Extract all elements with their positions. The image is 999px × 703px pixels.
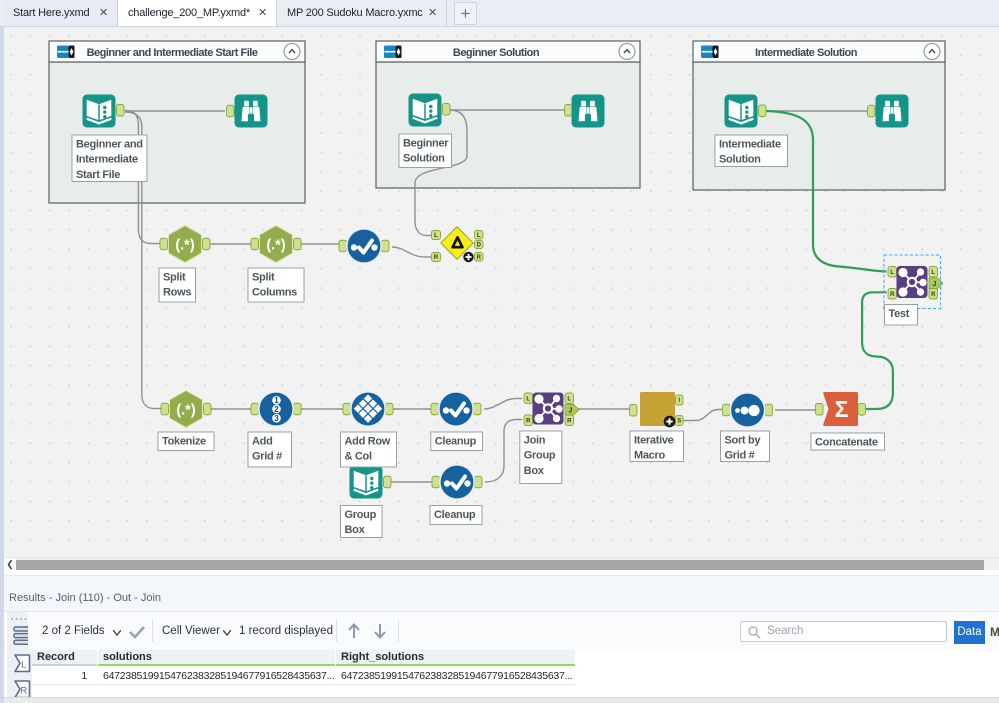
svg-text:R: R — [20, 686, 27, 697]
svg-text:Intermediate: Intermediate — [719, 139, 781, 151]
svg-text:Solution: Solution — [719, 154, 761, 166]
svg-text:D: D — [477, 243, 482, 249]
svg-text:R: R — [890, 292, 895, 298]
svg-text:Add Row: Add Row — [345, 436, 391, 448]
svg-text:Tokenize: Tokenize — [162, 436, 206, 448]
svg-text:L: L — [21, 660, 26, 671]
svg-text:R: R — [931, 292, 936, 298]
svg-text:Group: Group — [524, 450, 556, 462]
svg-text:J: J — [933, 281, 937, 288]
svg-text:(.*): (.*) — [266, 238, 286, 254]
svg-text:Columns: Columns — [252, 287, 297, 299]
svg-text:Macro: Macro — [634, 450, 665, 462]
svg-text:1: 1 — [274, 396, 279, 405]
svg-text:Cleanup: Cleanup — [434, 509, 476, 521]
svg-text:R: R — [434, 255, 439, 261]
svg-text:& Col: & Col — [345, 451, 372, 463]
svg-text:Box: Box — [524, 465, 545, 477]
svg-text:Intermediate: Intermediate — [76, 154, 138, 166]
svg-text:R: R — [567, 418, 572, 424]
svg-text:Concatenate: Concatenate — [815, 437, 878, 449]
svg-text:I: I — [678, 398, 680, 404]
svg-text:L: L — [477, 233, 481, 239]
svg-text:Beginner: Beginner — [403, 138, 449, 150]
svg-text:L: L — [526, 396, 530, 402]
svg-text:(.*): (.*) — [175, 238, 195, 254]
svg-text:Test: Test — [889, 308, 910, 320]
svg-text:Split: Split — [163, 272, 186, 284]
svg-text:S: S — [677, 419, 681, 425]
svg-text:Intermediate Solution: Intermediate Solution — [755, 47, 858, 59]
svg-text:Rows: Rows — [163, 287, 191, 299]
svg-text:Box: Box — [345, 524, 366, 536]
svg-text:Beginner Solution: Beginner Solution — [453, 47, 540, 59]
svg-text:Beginner and: Beginner and — [76, 139, 143, 151]
svg-text:3: 3 — [274, 414, 279, 423]
svg-text:Grid #: Grid # — [252, 451, 282, 463]
svg-text:R: R — [526, 418, 531, 424]
svg-text:Join: Join — [524, 435, 546, 447]
svg-text:Solution: Solution — [403, 153, 445, 165]
svg-text:Grid #: Grid # — [725, 450, 755, 462]
svg-text:Cleanup: Cleanup — [435, 436, 477, 448]
svg-text:L: L — [890, 270, 894, 276]
svg-text:Iterative: Iterative — [634, 435, 674, 447]
svg-text:2: 2 — [274, 405, 279, 414]
svg-text:R: R — [477, 255, 482, 261]
svg-text:L: L — [567, 396, 571, 402]
svg-text:Start File: Start File — [76, 169, 120, 181]
svg-text:L: L — [931, 270, 935, 276]
svg-text:Split: Split — [252, 272, 275, 284]
svg-text:J: J — [569, 407, 573, 414]
svg-text:Add: Add — [252, 436, 272, 448]
svg-text:Σ: Σ — [835, 396, 849, 422]
svg-text:Sort by: Sort by — [725, 435, 762, 447]
svg-text:Beginner and Intermediate Sta: Beginner and Intermediate Start File — [87, 47, 258, 59]
svg-text:L: L — [434, 233, 438, 239]
svg-text:(.*): (.*) — [176, 403, 196, 419]
svg-text:Group: Group — [345, 509, 377, 521]
